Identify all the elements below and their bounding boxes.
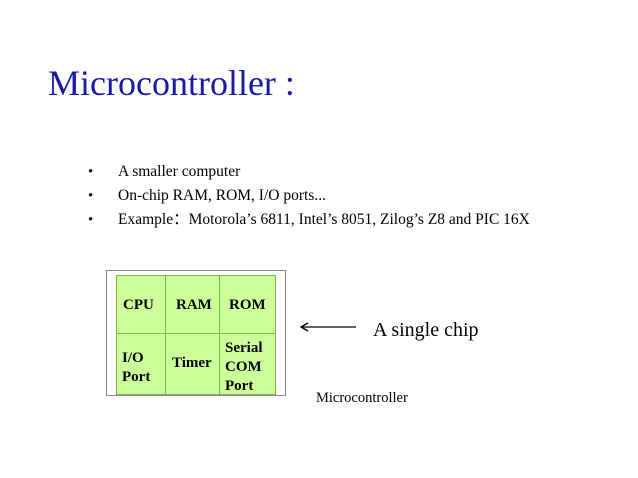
serial-com-port-block: Serial COM Port: [219, 333, 276, 395]
io-label-line1: I/O: [122, 350, 144, 366]
ram-label: RAM: [176, 297, 212, 313]
bullet-item: • On-chip RAM, ROM, I/O ports...: [88, 184, 530, 208]
io-label-line2: Port: [122, 369, 151, 385]
cpu-label: CPU: [123, 297, 154, 313]
single-chip-label: A single chip: [373, 319, 479, 341]
bullet-item: • Example：Motorola’s 6811, Intel’s 8051,…: [88, 208, 530, 232]
rom-block: ROM: [219, 275, 276, 334]
bullet-marker: •: [88, 212, 94, 228]
serial-label-line1: Serial: [225, 340, 263, 356]
bullet-item: • A smaller computer: [88, 160, 530, 184]
bullet-list: • A smaller computer • On-chip RAM, ROM,…: [88, 160, 530, 232]
ram-block: RAM: [165, 275, 220, 334]
bullet-marker: •: [88, 188, 94, 204]
serial-label-line2: COM: [225, 359, 262, 375]
rom-label: ROM: [229, 297, 266, 313]
arrow-left-icon: [299, 322, 356, 332]
microcontroller-chip-outline: [106, 270, 286, 396]
bullet-text: A smaller computer: [118, 163, 241, 180]
bullet-text: On-chip RAM, ROM, I/O ports...: [118, 187, 326, 204]
microcontroller-caption: Microcontroller: [316, 390, 408, 406]
cpu-block: CPU: [116, 275, 166, 334]
slide-title: Microcontroller :: [48, 63, 295, 103]
io-port-block: I/O Port: [116, 333, 166, 395]
bullet-text: Example：Motorola’s 6811, Intel’s 8051, Z…: [118, 211, 530, 228]
timer-block: Timer: [165, 333, 220, 395]
serial-label-line3: Port: [225, 378, 254, 394]
timer-label: Timer: [172, 355, 212, 371]
bullet-marker: •: [88, 164, 94, 180]
